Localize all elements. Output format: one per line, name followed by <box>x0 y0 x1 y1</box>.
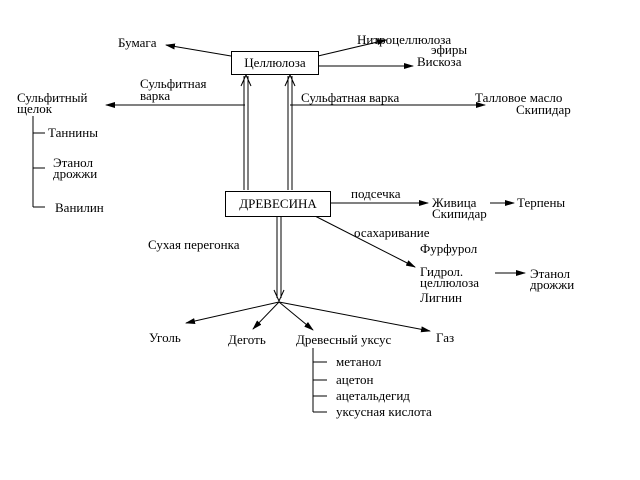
ethanol-right-label-2: дрожжи <box>530 277 575 292</box>
arrow-wood-hydrolysis <box>314 215 416 268</box>
sulfate-cooking-label: Сульфатная варка <box>301 90 400 105</box>
turpentine-top-label: Скипидар <box>516 102 571 117</box>
ethanol-left-label-2: дрожжи <box>53 166 98 181</box>
charcoal-label: Уголь <box>149 330 181 345</box>
acetic-acid-label: уксусная кислота <box>336 404 432 419</box>
tall-oil-label: Талловое масло <box>475 90 563 105</box>
tapping-label: подсечка <box>351 186 401 201</box>
terpenes-label: Терпены <box>517 195 566 210</box>
sulfite-liquor-label-2: щелок <box>17 101 53 116</box>
ethanol-right-label-1: Этанол <box>530 266 570 281</box>
sulfite-cooking-label-2: варка <box>140 88 171 103</box>
arrow-to-tar <box>252 301 280 330</box>
arrowhead-cellulose-left <box>240 73 252 87</box>
arrow-to-gas <box>278 301 431 333</box>
hydrol-cellulose-label-1: Гидрол. <box>420 264 464 279</box>
sulfite-cooking-label-1: Сульфитная <box>140 76 207 91</box>
arrow-to-charcoal <box>185 301 280 324</box>
arrowhead-cellulose-right <box>284 73 296 87</box>
viscose-label: Вискоза <box>417 54 462 69</box>
ethanol-left-label-1: Этанол <box>53 155 93 170</box>
furfural-label: Фурфурол <box>420 241 478 256</box>
acetaldehyde-label: ацетальдегид <box>336 388 410 403</box>
gas-label: Газ <box>436 330 455 345</box>
arrow-cellulose-esters <box>317 39 387 57</box>
arrow-to-vinegar <box>278 301 314 331</box>
turpentine-mid-label: Скипидар <box>432 206 487 221</box>
arrow-cellulose-paper <box>165 43 232 57</box>
wood-vinegar-label: Древесный уксус <box>296 332 392 347</box>
tannins-label: Таннины <box>48 125 98 140</box>
dry-distillation-label: Сухая перегонка <box>148 237 240 252</box>
resin-label: Живица <box>432 195 477 210</box>
vanillin-label: Ванилин <box>55 200 104 215</box>
wood-box: ДРЕВЕСИНА <box>225 191 331 217</box>
acetone-label: ацетон <box>336 372 374 387</box>
arrowhead-distillation <box>273 289 285 303</box>
paper-label: Бумага <box>118 35 157 50</box>
saccharification-label: осахаривание <box>354 225 430 240</box>
esters-label: эфиры <box>431 42 468 57</box>
cellulose-box: Целлюлоза <box>231 51 319 75</box>
hydrol-cellulose-label-2: целлюлоза <box>420 275 479 290</box>
nitrocellulose-label: Нитроцеллюлоза <box>357 32 452 47</box>
sulfite-liquor-label-1: Сульфитный <box>17 90 88 105</box>
lignin-label: Лигнин <box>420 290 462 305</box>
methanol-label: метанол <box>336 354 382 369</box>
tar-label: Деготь <box>228 332 266 347</box>
